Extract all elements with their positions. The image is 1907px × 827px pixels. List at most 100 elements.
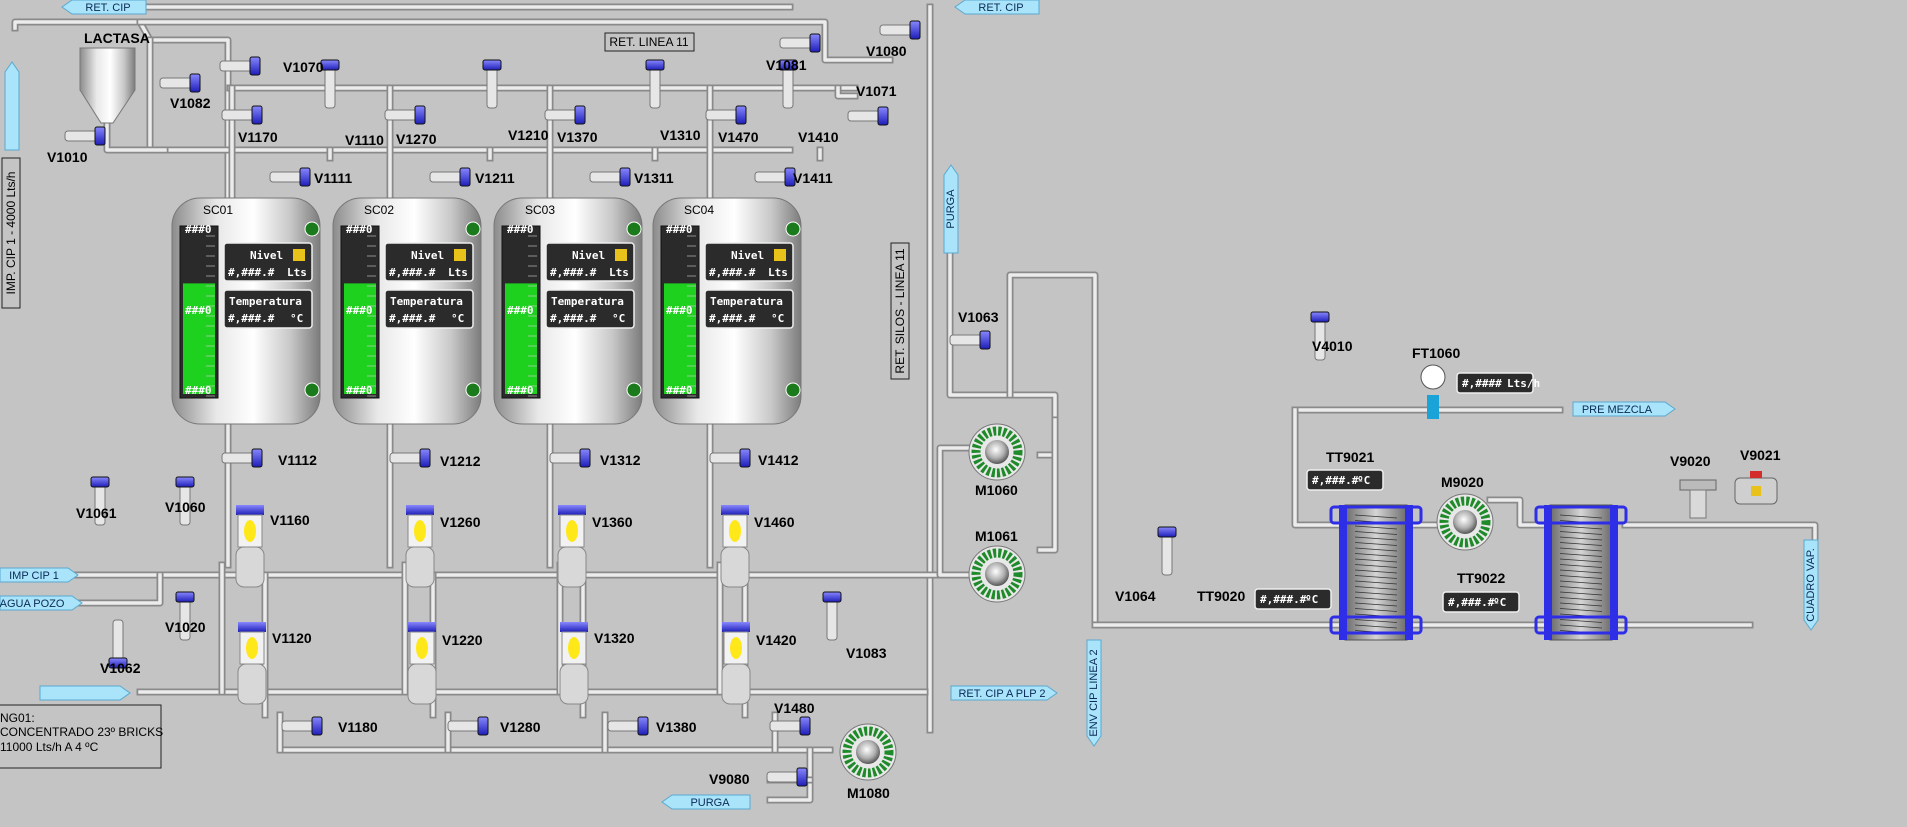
valve-actuator-v1080[interactable] <box>909 20 921 40</box>
mixproof-seat-v1220[interactable] <box>407 663 437 705</box>
valve-actuator-v1063[interactable] <box>979 330 991 350</box>
pipe-segment <box>938 446 992 577</box>
valve-actuator-v1310[interactable] <box>645 59 665 71</box>
valve-actuator-v1010[interactable] <box>94 126 106 146</box>
valve-actuator-v1170[interactable] <box>251 105 263 125</box>
valve-body-v1064[interactable] <box>1161 532 1173 576</box>
valve-actuator-v1212[interactable] <box>419 448 431 468</box>
arrow-ret-cip-right <box>954 0 1040 15</box>
control-valve-v9020-actuator[interactable] <box>1679 479 1717 491</box>
lock-icon[interactable] <box>774 249 786 261</box>
status-bottom-icon[interactable] <box>626 382 642 398</box>
valve-body-v1062[interactable] <box>112 619 124 663</box>
valve-actuator-v1061[interactable] <box>90 476 110 488</box>
valve-actuator-v1280[interactable] <box>477 716 489 736</box>
motor-tag-m9020: M9020 <box>1441 474 1484 490</box>
level-value: #,###.# <box>709 266 756 279</box>
valve-body-v1083[interactable] <box>826 597 838 641</box>
instrument-unit: Lts/h <box>1507 377 1540 390</box>
valve-actuator-v1211[interactable] <box>459 167 471 187</box>
valve-actuator-v1370[interactable] <box>574 105 586 125</box>
valve-body-v1310[interactable] <box>649 65 661 109</box>
valve-actuator-v1070[interactable] <box>249 56 261 76</box>
valve-actuator-v1111[interactable] <box>299 167 311 187</box>
status-bottom-icon[interactable] <box>465 382 481 398</box>
valve-actuator-v1210[interactable] <box>482 59 502 71</box>
valve-actuator-v1180[interactable] <box>311 716 323 736</box>
valve-actuator-v1470[interactable] <box>735 105 747 125</box>
valve-actuator-v1311[interactable] <box>619 167 631 187</box>
arrow-ret-cip-right-label: RET. CIP <box>978 2 1023 14</box>
level-bar-fill <box>505 283 537 394</box>
valve-tag-v1370: V1370 <box>557 129 598 145</box>
valve-actuator-v1060[interactable] <box>175 476 195 488</box>
valve-body-v1210[interactable] <box>486 65 498 109</box>
imp-cip-vertical-label: IMP. CIP 1 - 4000 Lts/h <box>4 172 18 295</box>
mixproof-seat-v1120[interactable] <box>237 663 267 705</box>
valve-tag-v1170: V1170 <box>238 129 278 145</box>
valve-tag-v1082: V1082 <box>170 95 211 111</box>
valve-actuator-v1412[interactable] <box>739 448 751 468</box>
instrument-value: #,###.# <box>1312 474 1359 487</box>
valve-actuator-v1083[interactable] <box>822 591 842 603</box>
mixproof-cap-v1360[interactable] <box>558 505 586 515</box>
equipment-group <box>64 20 1778 787</box>
hx-plate <box>1354 586 1398 590</box>
valve-actuator-v1062[interactable] <box>108 657 128 669</box>
valve-actuator-v1480[interactable] <box>799 716 811 736</box>
mixproof-seat-v1320[interactable] <box>559 663 589 705</box>
mixproof-seat-v1420[interactable] <box>721 663 751 705</box>
valve-actuator-v1064[interactable] <box>1157 526 1177 538</box>
mixproof-seat-v1160[interactable] <box>235 546 265 588</box>
valve-actuator-v1081[interactable] <box>809 33 821 53</box>
valve-actuator-v1020[interactable] <box>175 591 195 603</box>
hx-plate <box>1559 602 1603 607</box>
mixproof-cap-v1260[interactable] <box>406 505 434 515</box>
hx-plate <box>1559 547 1603 552</box>
mixproof-seat-v1360[interactable] <box>557 546 587 588</box>
mixproof-cap-v1120[interactable] <box>238 622 266 632</box>
valve-actuator-v1112[interactable] <box>251 448 263 468</box>
status-top-icon[interactable] <box>465 221 481 237</box>
bar-scale-mid: ###0 <box>346 304 373 317</box>
hx-plate <box>1559 553 1603 557</box>
valve-actuator-v9080[interactable] <box>796 767 808 787</box>
valve-actuator-v1110[interactable] <box>320 59 340 71</box>
flow-meter-body[interactable] <box>1427 395 1439 419</box>
mixproof-cap-v1160[interactable] <box>236 505 264 515</box>
bar-scale-mid: ###0 <box>507 304 534 317</box>
valve-body-v1110[interactable] <box>324 65 336 109</box>
mixproof-seat-v1460[interactable] <box>720 546 750 588</box>
valve-actuator-v1071[interactable] <box>877 106 889 126</box>
valve-actuator-v1270[interactable] <box>414 105 426 125</box>
lock-icon[interactable] <box>454 249 466 261</box>
valve-actuator-v1410[interactable] <box>778 59 798 71</box>
temperature-display <box>545 289 635 329</box>
level-value: #,###.# <box>389 266 436 279</box>
mixproof-cap-v1320[interactable] <box>560 622 588 632</box>
valve-actuator-v4010[interactable] <box>1310 311 1330 323</box>
valve-tag-v1411: V1411 <box>793 170 833 186</box>
hx-plate <box>1559 619 1603 623</box>
mixproof-cap-v1220[interactable] <box>408 622 436 632</box>
valve-actuator-v1411[interactable] <box>784 167 796 187</box>
valve-actuator-v1312[interactable] <box>579 448 591 468</box>
valve-actuator-v1380[interactable] <box>637 716 649 736</box>
valve-actuator-v1082[interactable] <box>189 73 201 93</box>
status-top-icon[interactable] <box>785 221 801 237</box>
mixproof-cap-v1420[interactable] <box>722 622 750 632</box>
lock-icon[interactable] <box>615 249 627 261</box>
temperature-unit: °C <box>290 312 303 325</box>
valve-tag-v1410: V1410 <box>798 129 839 145</box>
status-bottom-icon[interactable] <box>785 382 801 398</box>
lock-icon[interactable] <box>293 249 305 261</box>
arrow-purga-top <box>943 164 959 254</box>
status-bottom-icon[interactable] <box>304 382 320 398</box>
mixproof-cap-v1460[interactable] <box>721 505 749 515</box>
control-valve-v9020-body[interactable] <box>1689 489 1707 519</box>
mixproof-seat-v1260[interactable] <box>405 546 435 588</box>
status-top-icon[interactable] <box>304 221 320 237</box>
status-top-icon[interactable] <box>626 221 642 237</box>
lock-icon[interactable] <box>1751 486 1761 496</box>
